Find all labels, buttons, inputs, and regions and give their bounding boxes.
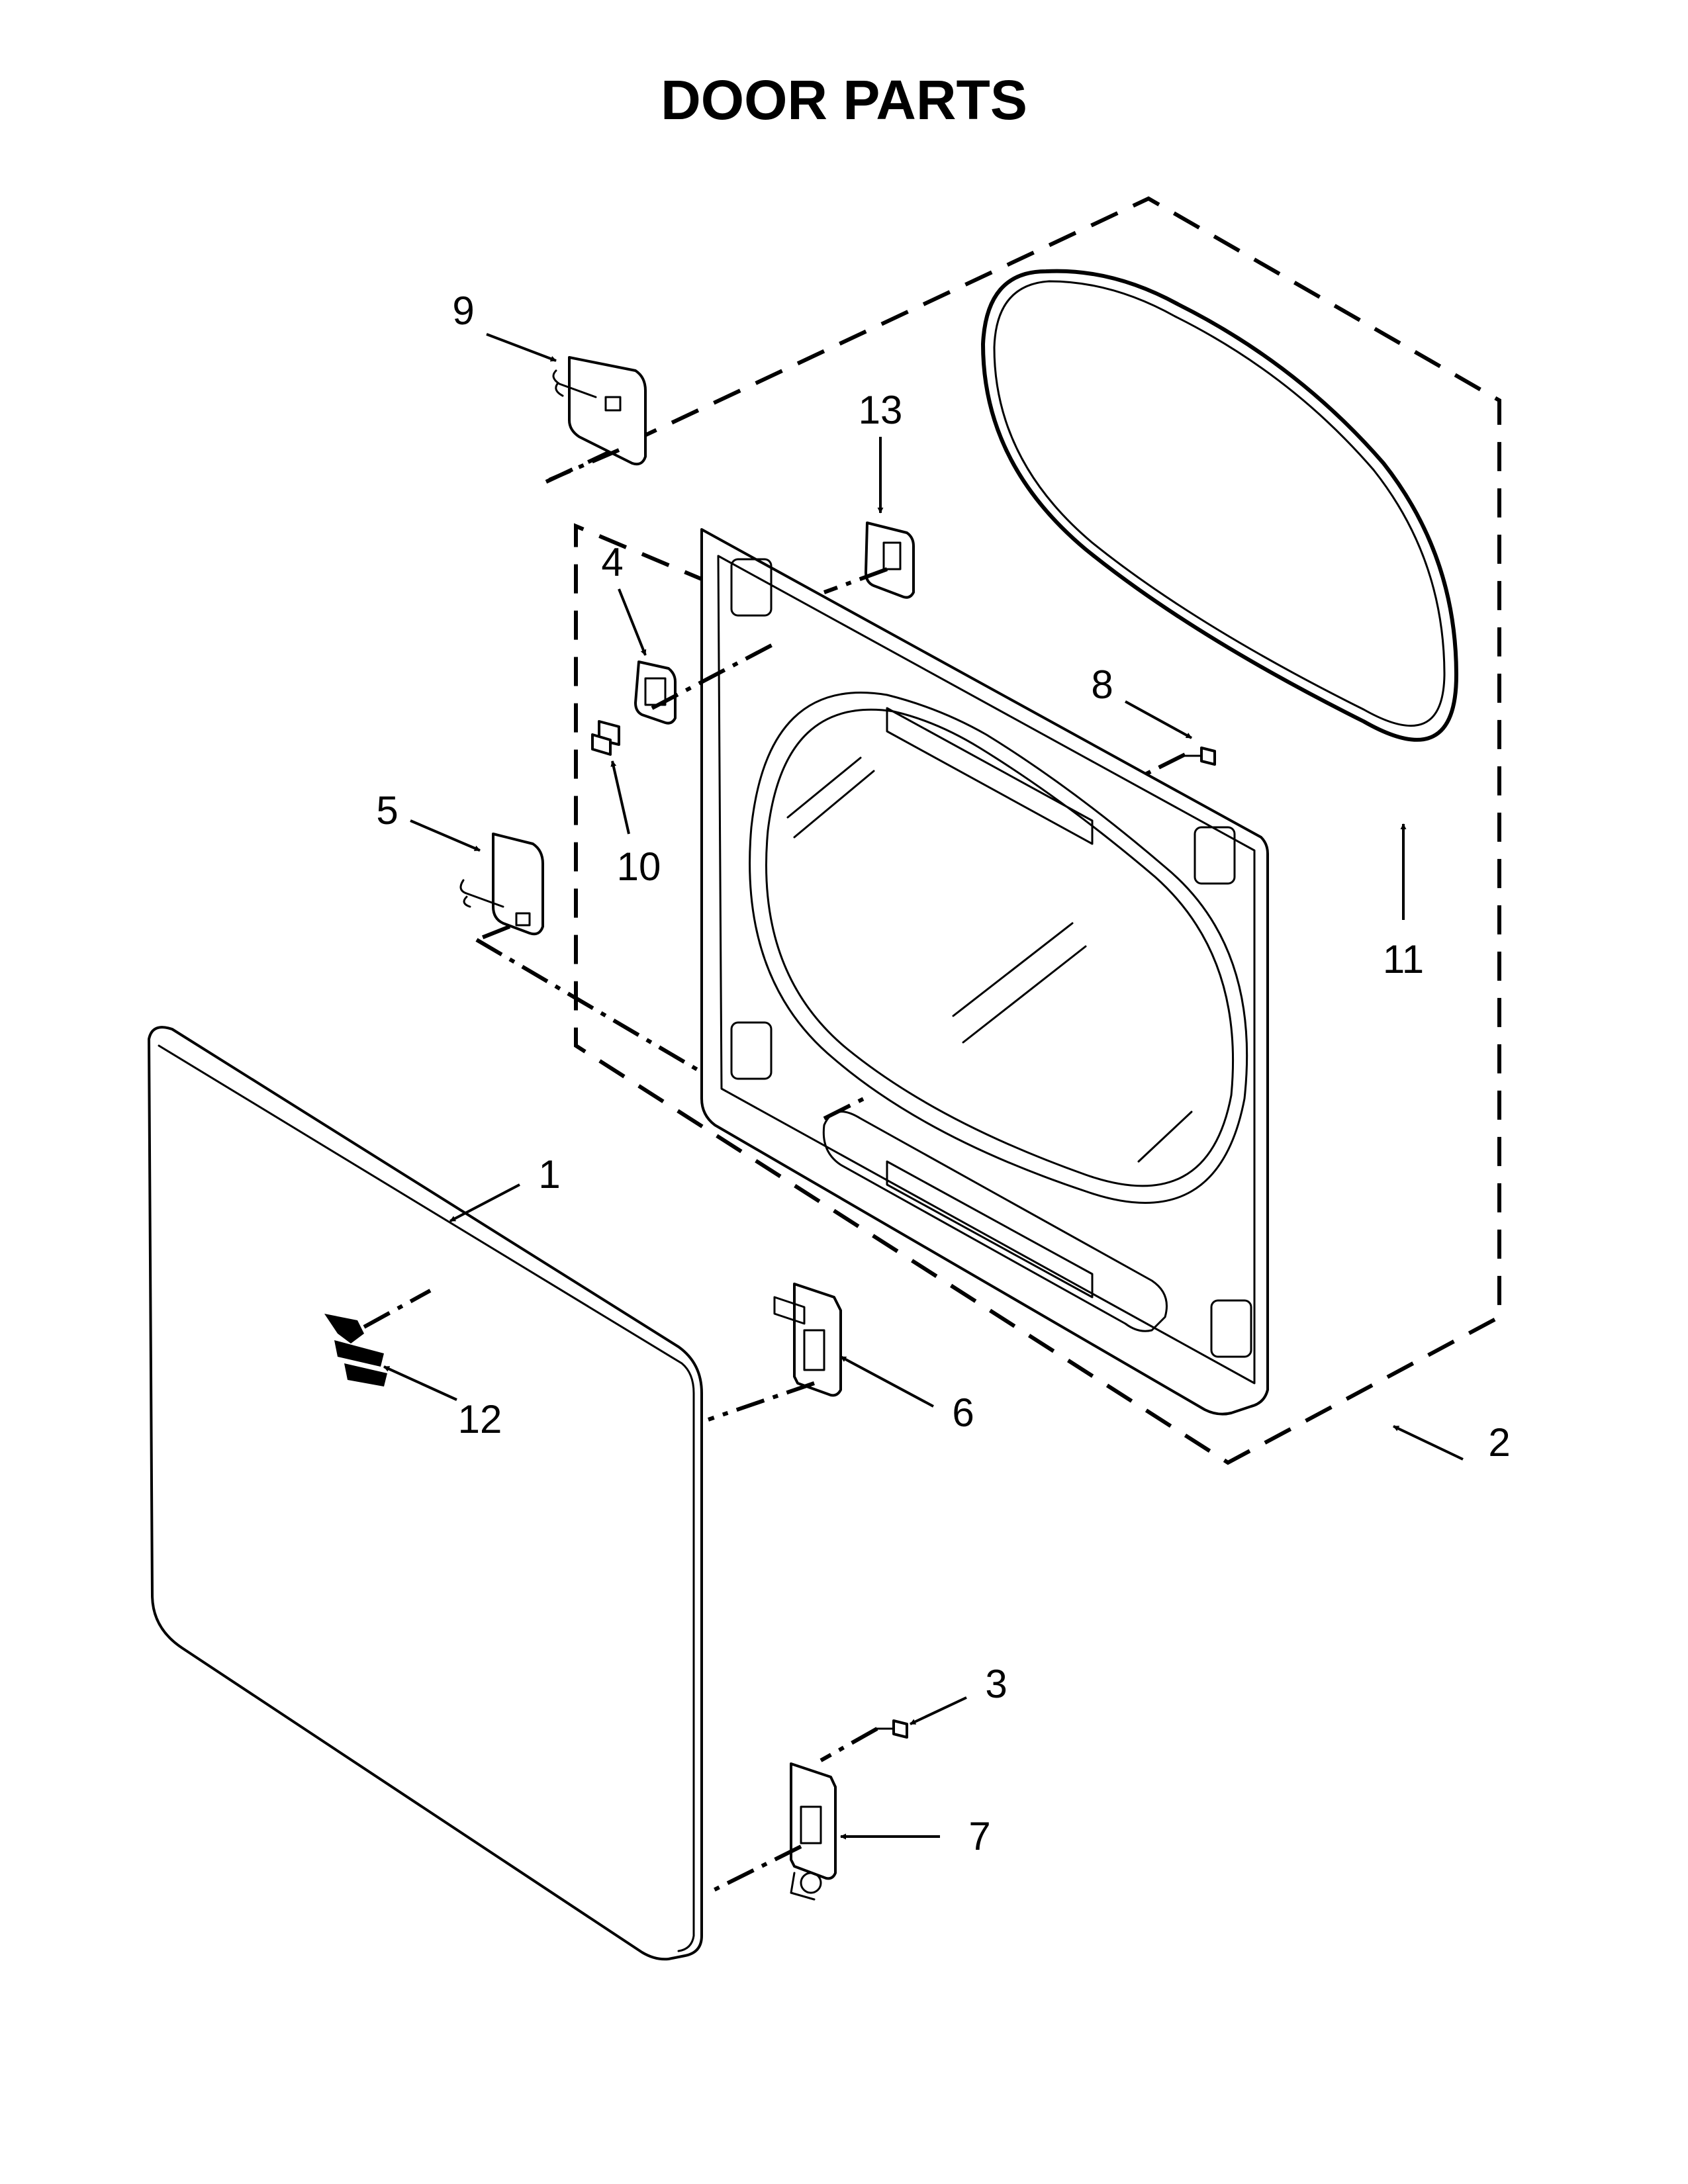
callout-8: 8 — [1091, 662, 1113, 707]
window-gasket — [981, 269, 1458, 742]
page-title: DOOR PARTS — [661, 69, 1027, 131]
screw-upper — [1184, 747, 1216, 766]
callout-11: 11 — [1383, 937, 1424, 981]
latch-cover — [634, 660, 677, 725]
callout-10: 10 — [617, 844, 661, 889]
leader-arrows — [383, 333, 1464, 1840]
callout-3: 3 — [985, 1662, 1007, 1706]
hinge-plate-lower — [459, 833, 544, 936]
assembly-lines — [363, 448, 1186, 1895]
door-latch — [591, 720, 620, 756]
whirlpool-logo — [324, 1314, 387, 1387]
outer-door-panel — [148, 1026, 703, 1961]
callout-5: 5 — [376, 788, 398, 833]
hinge-lower — [790, 1762, 837, 1901]
callout-2: 2 — [1488, 1420, 1510, 1465]
callout-4: 4 — [601, 540, 623, 584]
door-assembly-dashed-outline — [545, 196, 1501, 1465]
callout-12: 12 — [458, 1397, 502, 1441]
callout-6: 6 — [952, 1390, 974, 1435]
screw-lower — [876, 1719, 908, 1739]
callout-1: 1 — [538, 1152, 560, 1197]
callout-7: 7 — [968, 1814, 990, 1858]
door-strike-bracket — [865, 522, 915, 599]
hinge-upper — [773, 1283, 842, 1397]
inner-door-panel — [700, 528, 1269, 1416]
callout-labels: 1 2 3 4 5 6 7 8 9 10 11 12 13 — [376, 289, 1510, 1858]
callout-13: 13 — [859, 388, 903, 432]
callout-9: 9 — [452, 289, 474, 333]
hinge-plate-upper — [552, 356, 647, 466]
